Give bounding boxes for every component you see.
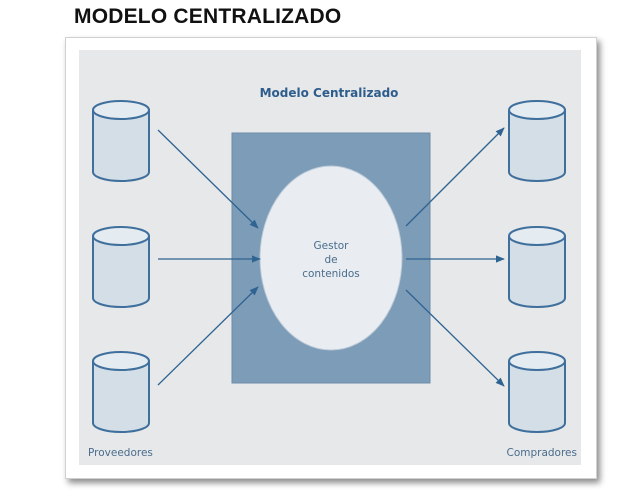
diagram-title: Modelo Centralizado xyxy=(260,86,399,100)
arrow-provider-3 xyxy=(157,286,259,386)
provider-database-icon-3 xyxy=(92,351,150,433)
buyer-database-icon-1 xyxy=(508,100,566,182)
provider-database-icon-1 xyxy=(92,100,150,182)
providers-label: Proveedores xyxy=(88,447,153,459)
center-label-line-1: Gestor xyxy=(314,240,350,252)
arrow-provider-1 xyxy=(157,129,259,229)
center-label-line-2: de xyxy=(324,254,337,266)
provider-database-icon-2 xyxy=(92,226,150,308)
arrow-buyer-3 xyxy=(405,289,505,387)
page-title: MODELO CENTRALIZADO xyxy=(74,5,342,28)
center-label-line-3: contenidos xyxy=(302,268,360,280)
buyer-database-icon-3 xyxy=(508,351,566,433)
buyers-label: Compradores xyxy=(506,447,577,459)
arrow-buyer-1 xyxy=(405,127,505,227)
buyer-database-icon-2 xyxy=(508,226,566,308)
